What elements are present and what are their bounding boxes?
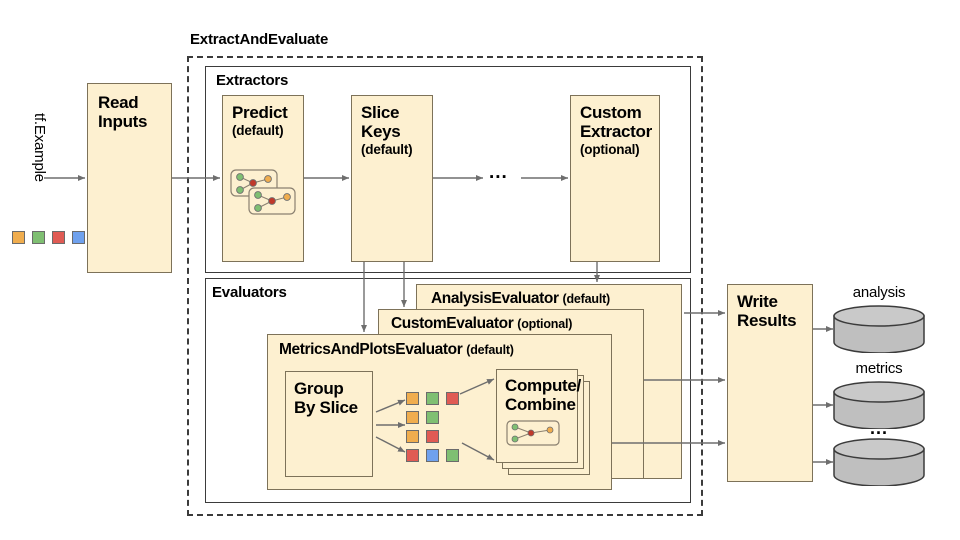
slice-chip-row-2 bbox=[406, 430, 439, 443]
custom-extractor-line1: Custom bbox=[580, 103, 642, 122]
more-datastore-caption: ... bbox=[869, 418, 888, 438]
custom-extractor-subtitle: (optional) bbox=[580, 142, 640, 157]
input-label-tf-example: tf.Example bbox=[31, 113, 48, 182]
metrics-plots-evaluator-name: MetricsAndPlotsEvaluator bbox=[279, 341, 463, 358]
slice-keys-line1: Slice bbox=[361, 103, 400, 122]
input-chip-2 bbox=[52, 231, 65, 244]
slice-chip-row-0 bbox=[406, 392, 459, 405]
slice-chip-1-1 bbox=[426, 411, 439, 424]
group-by-slice-line2: By Slice bbox=[294, 398, 358, 418]
slice-keys-line2: Keys bbox=[361, 122, 401, 142]
predict-title: Predict bbox=[232, 103, 288, 122]
slice-chip-0-2 bbox=[446, 392, 459, 405]
custom-evaluator-sub: (optional) bbox=[517, 317, 573, 331]
node-group-by-slice[interactable]: Group By Slice bbox=[285, 371, 373, 477]
slice-chip-3-1 bbox=[426, 449, 439, 462]
input-chip-row bbox=[12, 231, 85, 244]
group-label-extract-and-evaluate: ExtractAndEvaluate bbox=[190, 31, 329, 48]
slice-chip-1-0 bbox=[406, 411, 419, 424]
input-chip-0 bbox=[12, 231, 25, 244]
node-slice-keys[interactable]: Slice Keys (default) bbox=[351, 95, 433, 262]
write-results-line2: Results bbox=[737, 311, 797, 331]
slice-chip-3-2 bbox=[446, 449, 459, 462]
custom-extractor-line2: Extractor bbox=[580, 122, 652, 142]
node-compute-combine[interactable]: Compute/ Combine bbox=[496, 369, 581, 463]
slice-chip-row-1 bbox=[406, 411, 439, 424]
read-inputs-line1: Read bbox=[98, 93, 139, 112]
custom-evaluator-name: CustomEvaluator bbox=[391, 315, 514, 332]
node-write-results[interactable]: Write Results bbox=[727, 284, 813, 482]
predict-subtitle: (default) bbox=[232, 123, 284, 138]
group-extract-and-evaluate bbox=[187, 56, 703, 516]
input-chip-1 bbox=[32, 231, 45, 244]
group-label-evaluators: Evaluators bbox=[212, 284, 287, 301]
node-predict[interactable]: Predict (default) bbox=[222, 95, 304, 262]
node-custom-extractor[interactable]: Custom Extractor (optional) bbox=[570, 95, 660, 262]
slice-chip-0-0 bbox=[406, 392, 419, 405]
slice-keys-subtitle: (default) bbox=[361, 142, 413, 157]
read-inputs-line2: Inputs bbox=[98, 112, 148, 132]
group-by-slice-line1: Group bbox=[294, 379, 344, 398]
slice-chip-2-1 bbox=[426, 430, 439, 443]
analysis-datastore-caption: analysis bbox=[852, 284, 906, 301]
slice-chip-3-0 bbox=[406, 449, 419, 462]
more-datastore[interactable] bbox=[833, 438, 925, 491]
node-read-inputs[interactable]: Read Inputs bbox=[87, 83, 172, 273]
analysis-datastore[interactable] bbox=[833, 305, 925, 358]
input-chip-3 bbox=[72, 231, 85, 244]
model-graph-icon bbox=[229, 168, 305, 225]
slice-chip-0-1 bbox=[426, 392, 439, 405]
analysis-evaluator-sub: (default) bbox=[562, 292, 611, 306]
metrics-datastore-caption: metrics bbox=[855, 360, 903, 377]
extractors-ellipsis: ... bbox=[489, 162, 508, 183]
group-label-extractors: Extractors bbox=[216, 72, 289, 89]
compute-combine-line2: Combine bbox=[505, 395, 576, 415]
compute-graph-icon bbox=[506, 420, 560, 451]
metrics-datastore[interactable] bbox=[833, 381, 925, 434]
compute-combine-line1: Compute/ bbox=[505, 376, 581, 395]
metrics-plots-evaluator-sub: (default) bbox=[466, 343, 514, 357]
analysis-evaluator-name: AnalysisEvaluator bbox=[431, 290, 559, 307]
slice-chip-row-3 bbox=[406, 449, 459, 462]
slice-chip-2-0 bbox=[406, 430, 419, 443]
write-results-line1: Write bbox=[737, 292, 778, 311]
